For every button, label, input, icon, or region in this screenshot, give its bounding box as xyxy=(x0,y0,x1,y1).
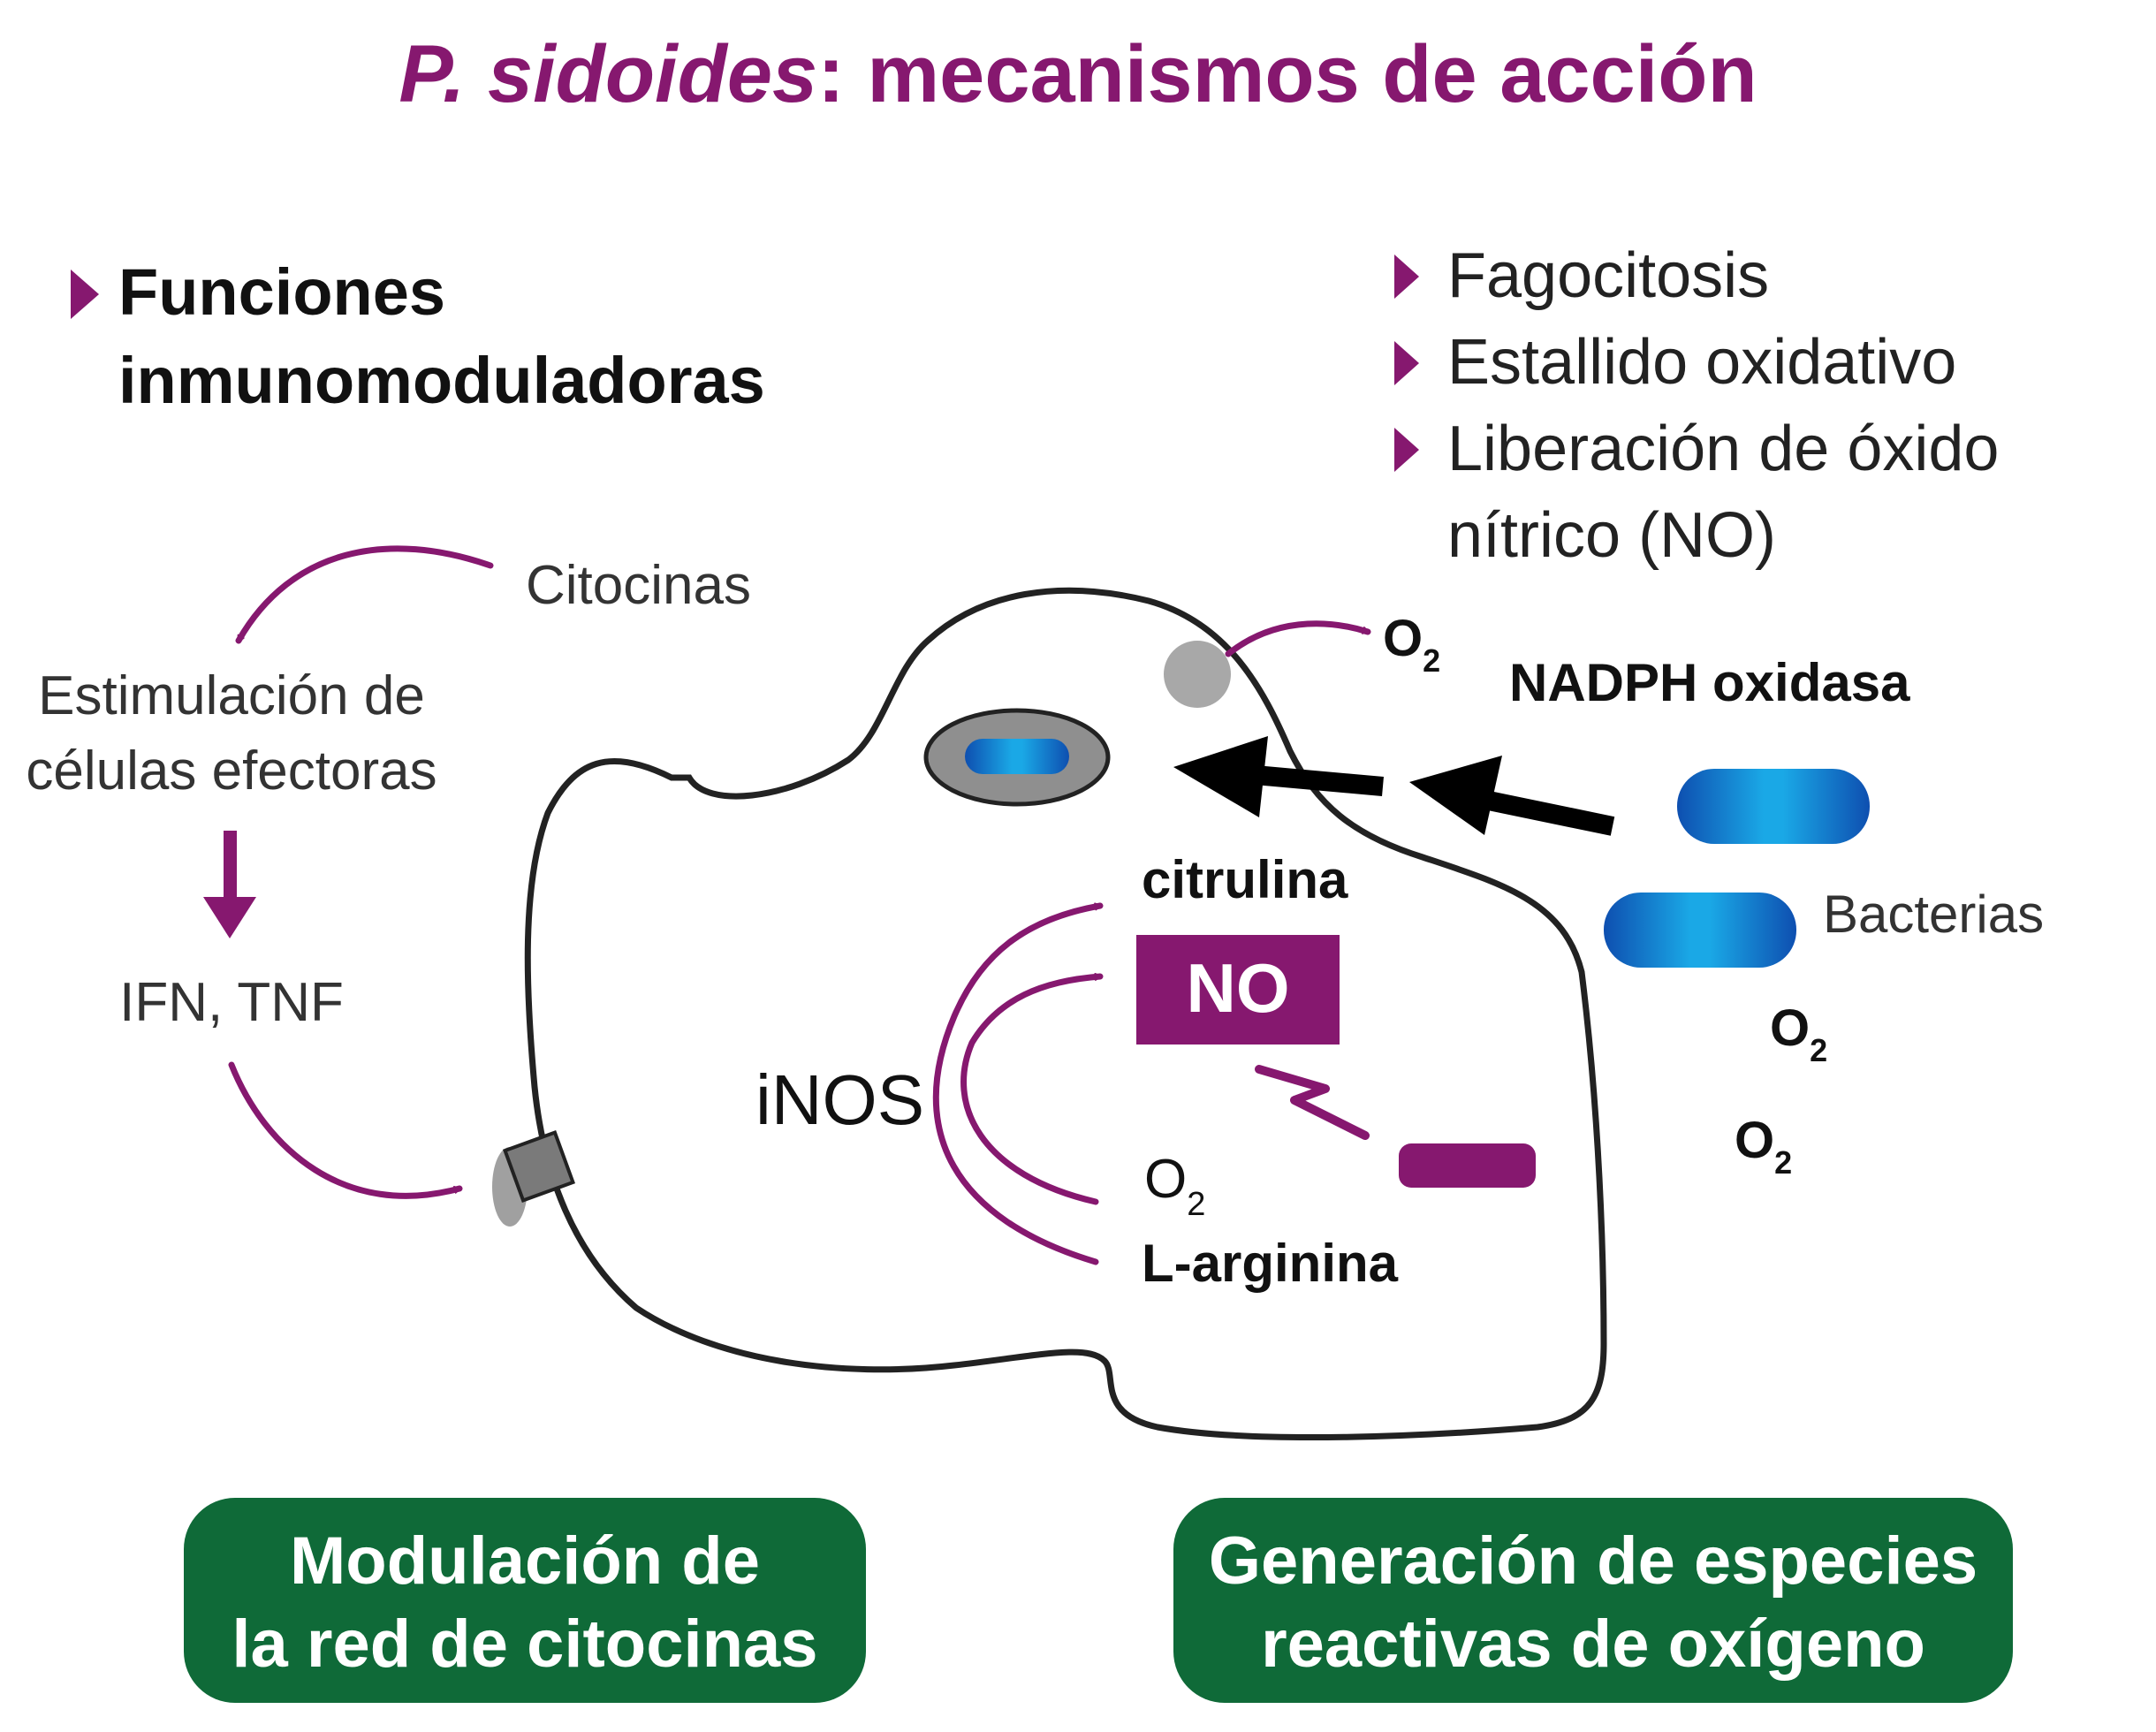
phagocytosis-arrow-2-head-icon xyxy=(1409,756,1502,835)
bottom-box-left-line1: Modulación de xyxy=(290,1523,760,1599)
down-arrow-head-icon xyxy=(203,897,256,938)
right-list-continuation: nítrico (NO) xyxy=(1447,500,1776,571)
o2-top-label: O2 xyxy=(1383,610,1440,679)
bullet-triangle-icon xyxy=(1394,254,1419,299)
curved-arrow-arginine-to-no xyxy=(960,972,1104,1205)
inos-label: iNOS xyxy=(755,1060,924,1139)
bottom-box-reactive-oxygen xyxy=(1173,1498,2013,1703)
left-heading-line2: inmunomoduladoras xyxy=(118,344,765,417)
bottom-box-cytokine-network xyxy=(184,1498,866,1703)
title-rest: : mecanismos de acción xyxy=(817,29,1757,119)
stimulation-line2: células efectoras xyxy=(26,741,437,801)
bacterium-2-icon xyxy=(1604,893,1796,968)
l-arginina-label: L-arginina xyxy=(1142,1234,1399,1293)
o2-outside-2: O2 xyxy=(1735,1112,1792,1181)
bacterium-1-icon xyxy=(1677,769,1870,844)
o2-inner-label: O2 xyxy=(1144,1149,1205,1223)
bullet-triangle-icon xyxy=(1394,341,1419,385)
right-list-item-3: Liberación de óxido xyxy=(1447,414,1999,484)
stimulation-line1: Estimulación de xyxy=(38,665,425,726)
engulfed-bacterium-icon xyxy=(965,739,1069,774)
zigzag-arrow xyxy=(1255,1065,1370,1140)
no-box xyxy=(1136,935,1340,1045)
curved-arrow-arginine-to-citrulina xyxy=(932,902,1104,1265)
receptor-square-icon xyxy=(502,1129,576,1204)
o2-outside-1: O2 xyxy=(1770,999,1827,1068)
nadph-label: NADPH oxidasa xyxy=(1509,653,1910,712)
citocinas-label: Citocinas xyxy=(526,555,751,616)
phagocytosis-arrow-2 xyxy=(1482,790,1615,836)
ifn-tnf-label: IFN, TNF xyxy=(119,972,344,1033)
nadph-oxidase-icon xyxy=(1164,641,1231,708)
phagocytosis-arrow-1 xyxy=(1254,765,1384,796)
bullet-triangle-icon xyxy=(71,270,99,319)
curved-arrow-o2-out xyxy=(1225,620,1371,657)
citrulina-label: citrulina xyxy=(1142,850,1348,909)
down-arrow-shaft xyxy=(224,831,237,901)
left-heading-line1: Funciones xyxy=(118,255,445,329)
bottom-box-right-line1: Generación de especies xyxy=(1209,1523,1978,1599)
title-species: P. sidoides xyxy=(399,29,817,119)
bacterias-label: Bacterias xyxy=(1823,885,2044,944)
macrophage-cell-outline xyxy=(524,587,1607,1441)
bottom-box-right-line2: reactivas de oxígeno xyxy=(1261,1607,1925,1682)
right-list-item-1: Fagocitosis xyxy=(1447,240,1769,311)
no-label: NO xyxy=(1187,949,1290,1027)
killed-bacterium-icon xyxy=(1399,1143,1536,1188)
curved-arrow-to-receptor xyxy=(228,1061,463,1199)
right-list-item-2: Estallido oxidativo xyxy=(1447,327,1956,398)
page-title: P. sidoides: mecanismos de acción xyxy=(399,29,1757,119)
bullet-triangle-icon xyxy=(1394,428,1419,472)
curved-arrow-citocinas xyxy=(235,545,494,644)
bottom-box-left-line2: la red de citocinas xyxy=(232,1607,817,1682)
phagocytosis-arrow-1-head-icon xyxy=(1173,736,1268,817)
